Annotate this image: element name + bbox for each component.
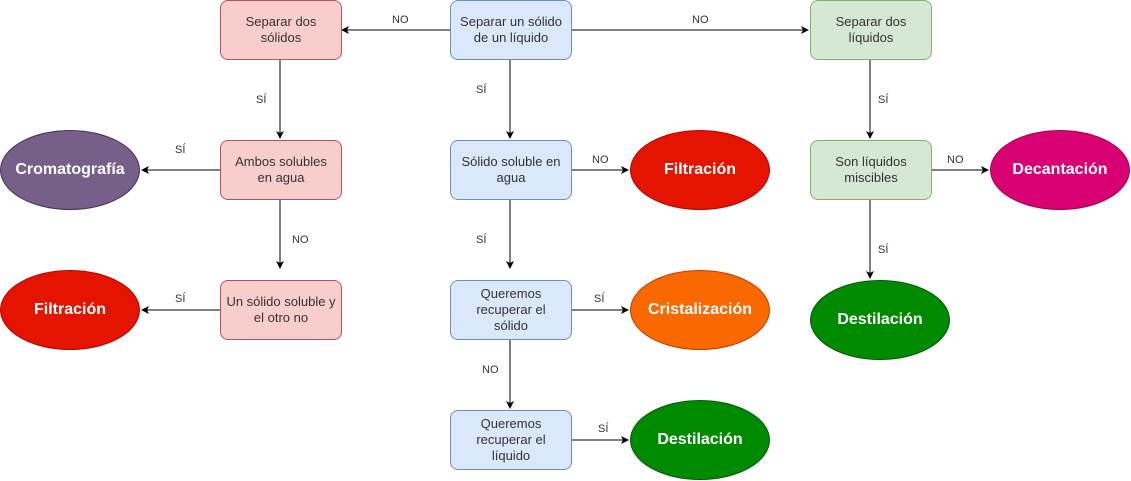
node-miscible[interactable]: Son líquidos miscibles [810,140,932,200]
node-text: Un sólido soluble y el otro no [226,294,336,325]
node-text: Ambos solubles en agua [235,154,327,185]
result-distillation-mid[interactable]: Destilación [630,400,770,480]
result-text: Decantación [1012,161,1108,178]
edge-label: NO [592,154,609,166]
node-text: Sólido soluble en agua [461,154,561,185]
node-text: Queremos recuperar el sólido [476,286,546,333]
node-recover-solid[interactable]: Queremos recuperar el sólido [450,280,572,340]
result-chromatography[interactable]: Cromatografía [0,130,140,210]
result-text: Destilación [657,431,743,448]
node-both-soluble[interactable]: Ambos solubles en agua [220,140,342,200]
edge-label: SÍ [476,234,487,246]
node-text: Separar dos líquidos [835,14,907,45]
result-filtration-left[interactable]: Filtración [0,270,140,350]
node-start[interactable]: Separar un sólido de un líquido [450,0,572,60]
edge-label: SÍ [878,94,889,106]
edge-label: SÍ [598,423,609,435]
result-crystallization[interactable]: Cristalización [630,270,770,350]
result-text: Cromatografía [15,161,125,178]
node-one-soluble[interactable]: Un sólido soluble y el otro no [220,280,342,340]
edge-label: SÍ [878,244,889,256]
result-filtration-mid[interactable]: Filtración [630,130,770,210]
edge-label: NO [292,234,309,246]
node-two-liquids[interactable]: Separar dos líquidos [810,0,932,60]
node-recover-liquid[interactable]: Queremos recuperar el líquido [450,410,572,470]
edge-label: SÍ [175,144,186,156]
edge-label: NO [692,14,709,26]
result-text: Destilación [837,311,923,328]
node-text: Separar un sólido de un líquido [460,14,562,45]
result-text: Cristalización [647,301,753,318]
result-text: Filtración [663,161,736,178]
node-solid-soluble[interactable]: Sólido soluble en agua [450,140,572,200]
edge-label: NO [392,14,409,26]
node-text: Queremos recuperar el líquido [476,416,546,463]
edge-label: SÍ [594,293,605,305]
edge-label: SÍ [256,94,267,106]
result-decantation[interactable]: Decantación [990,130,1130,210]
node-two-solids[interactable]: Separar dos sólidos [220,0,342,60]
node-text: Separar dos sólidos [245,14,317,45]
edge-label: SÍ [175,293,186,305]
result-distillation-right[interactable]: Destilación [810,280,950,360]
edge-label: NO [947,154,964,166]
result-text: Filtración [33,301,106,318]
node-text: Son líquidos miscibles [835,154,907,185]
edge-label: NO [482,364,499,376]
edge-label: SÍ [476,84,487,96]
